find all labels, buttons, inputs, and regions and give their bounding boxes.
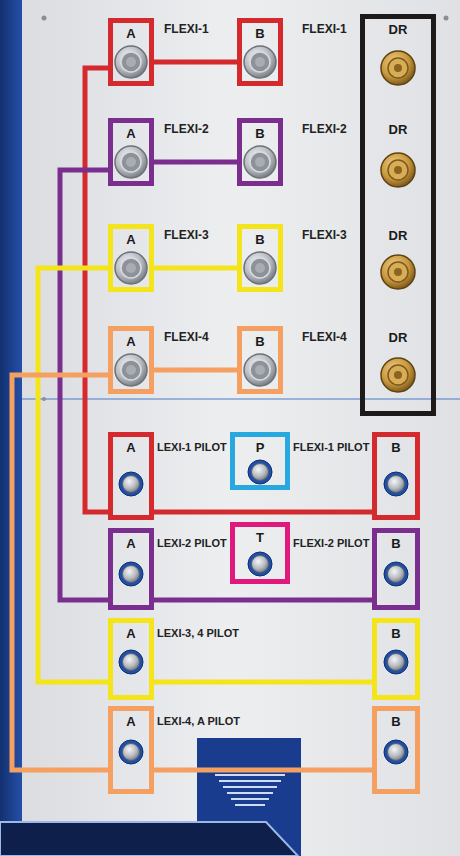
port-letter: A	[126, 232, 135, 247]
screw-dot	[42, 397, 46, 401]
port-letter: B	[255, 126, 264, 141]
pilot-fitting	[248, 460, 272, 484]
port-frame: A	[108, 706, 154, 794]
port-fitting	[115, 354, 147, 386]
port-frame: B	[372, 706, 420, 794]
port-frame: DR DR DR DR	[360, 14, 436, 416]
port-frame: A	[108, 528, 154, 610]
hose-connector	[154, 510, 372, 515]
port-label: FLEXI-3	[164, 228, 209, 242]
drain-fitting	[381, 255, 415, 289]
port-frame: B	[237, 224, 283, 292]
pilot-fitting	[119, 740, 143, 764]
port-letter: A	[126, 536, 135, 551]
port-letter: B	[391, 714, 400, 729]
port-letter: A	[126, 26, 135, 41]
pilot-fitting	[119, 562, 143, 586]
hose-connector	[154, 266, 237, 271]
port-frame: A	[108, 118, 154, 186]
screw-dot	[444, 16, 449, 21]
hose-connector	[154, 60, 237, 65]
hose-connector	[85, 68, 108, 512]
port-letter: DR	[389, 228, 408, 243]
port-frame: T	[230, 522, 290, 584]
port-label: FLEXI-1 PILOT	[293, 440, 369, 454]
port-letter: B	[255, 26, 264, 41]
pilot-fitting	[119, 472, 143, 496]
port-frame: A	[108, 618, 154, 700]
hose-connector	[154, 598, 372, 603]
port-label: FLEXI-3	[302, 228, 347, 242]
port-letter: A	[126, 714, 135, 729]
port-label: FLEXI-2 PILOT	[293, 536, 369, 550]
port-frame: A	[108, 224, 154, 292]
port-letter: P	[256, 440, 265, 455]
port-letter: B	[255, 232, 264, 247]
port-letter: A	[126, 334, 135, 349]
port-frame: A	[108, 326, 154, 394]
hose-connector	[154, 160, 237, 165]
port-letter: B	[391, 536, 400, 551]
port-letter: DR	[389, 22, 408, 37]
port-letter: T	[256, 530, 264, 545]
pilot-fitting	[384, 562, 408, 586]
port-fitting	[244, 354, 276, 386]
drain-fitting	[381, 153, 415, 187]
port-label: LEXI-3, 4 PILOT	[157, 626, 239, 640]
port-letter: DR	[389, 330, 408, 345]
screw-dot	[42, 16, 47, 21]
port-fitting	[115, 46, 147, 78]
port-frame: P	[230, 432, 290, 490]
hose-connector	[12, 375, 108, 770]
pilot-fitting	[248, 552, 272, 576]
pilot-fitting	[384, 740, 408, 764]
port-label: FLEXI-4	[302, 330, 347, 344]
port-letter: A	[126, 626, 135, 641]
pilot-fitting	[384, 650, 408, 674]
port-frame: B	[237, 326, 283, 394]
port-letter: B	[391, 626, 400, 641]
port-frame: B	[372, 528, 420, 610]
port-label: FLEXI-2	[164, 122, 209, 136]
port-letter: B	[255, 334, 264, 349]
port-fitting	[115, 146, 147, 178]
hose-connector	[60, 170, 108, 600]
port-label: FLEXI-2	[302, 122, 347, 136]
port-label: FLEXI-4	[164, 330, 209, 344]
port-letter: A	[126, 126, 135, 141]
port-label: FLEXI-1	[164, 22, 209, 36]
port-letter: B	[391, 440, 400, 455]
port-frame: A	[108, 18, 154, 86]
port-frame: B	[372, 618, 420, 700]
port-frame: B	[237, 118, 283, 186]
drain-fitting	[381, 51, 415, 85]
port-frame: B	[237, 18, 283, 86]
hose-connector	[38, 268, 108, 682]
hose-connector	[154, 768, 372, 773]
port-fitting	[244, 146, 276, 178]
port-label: LEXI-1 PILOT	[157, 440, 227, 454]
port-letter: DR	[389, 122, 408, 137]
port-label: FLEXI-1	[302, 22, 347, 36]
corner-tab	[0, 822, 298, 856]
port-label: LEXI-4, A PILOT	[157, 714, 240, 728]
port-frame: B	[372, 432, 420, 520]
port-fitting	[115, 252, 147, 284]
port-fitting	[244, 46, 276, 78]
drain-fitting	[381, 358, 415, 392]
port-label: LEXI-2 PILOT	[157, 536, 227, 550]
pilot-fitting	[384, 472, 408, 496]
port-frame: A	[108, 432, 154, 520]
hose-connector	[154, 680, 372, 685]
hose-connector	[154, 368, 237, 373]
port-letter: A	[126, 440, 135, 455]
panel-seam	[22, 398, 460, 399]
pilot-fitting	[119, 650, 143, 674]
port-fitting	[244, 252, 276, 284]
